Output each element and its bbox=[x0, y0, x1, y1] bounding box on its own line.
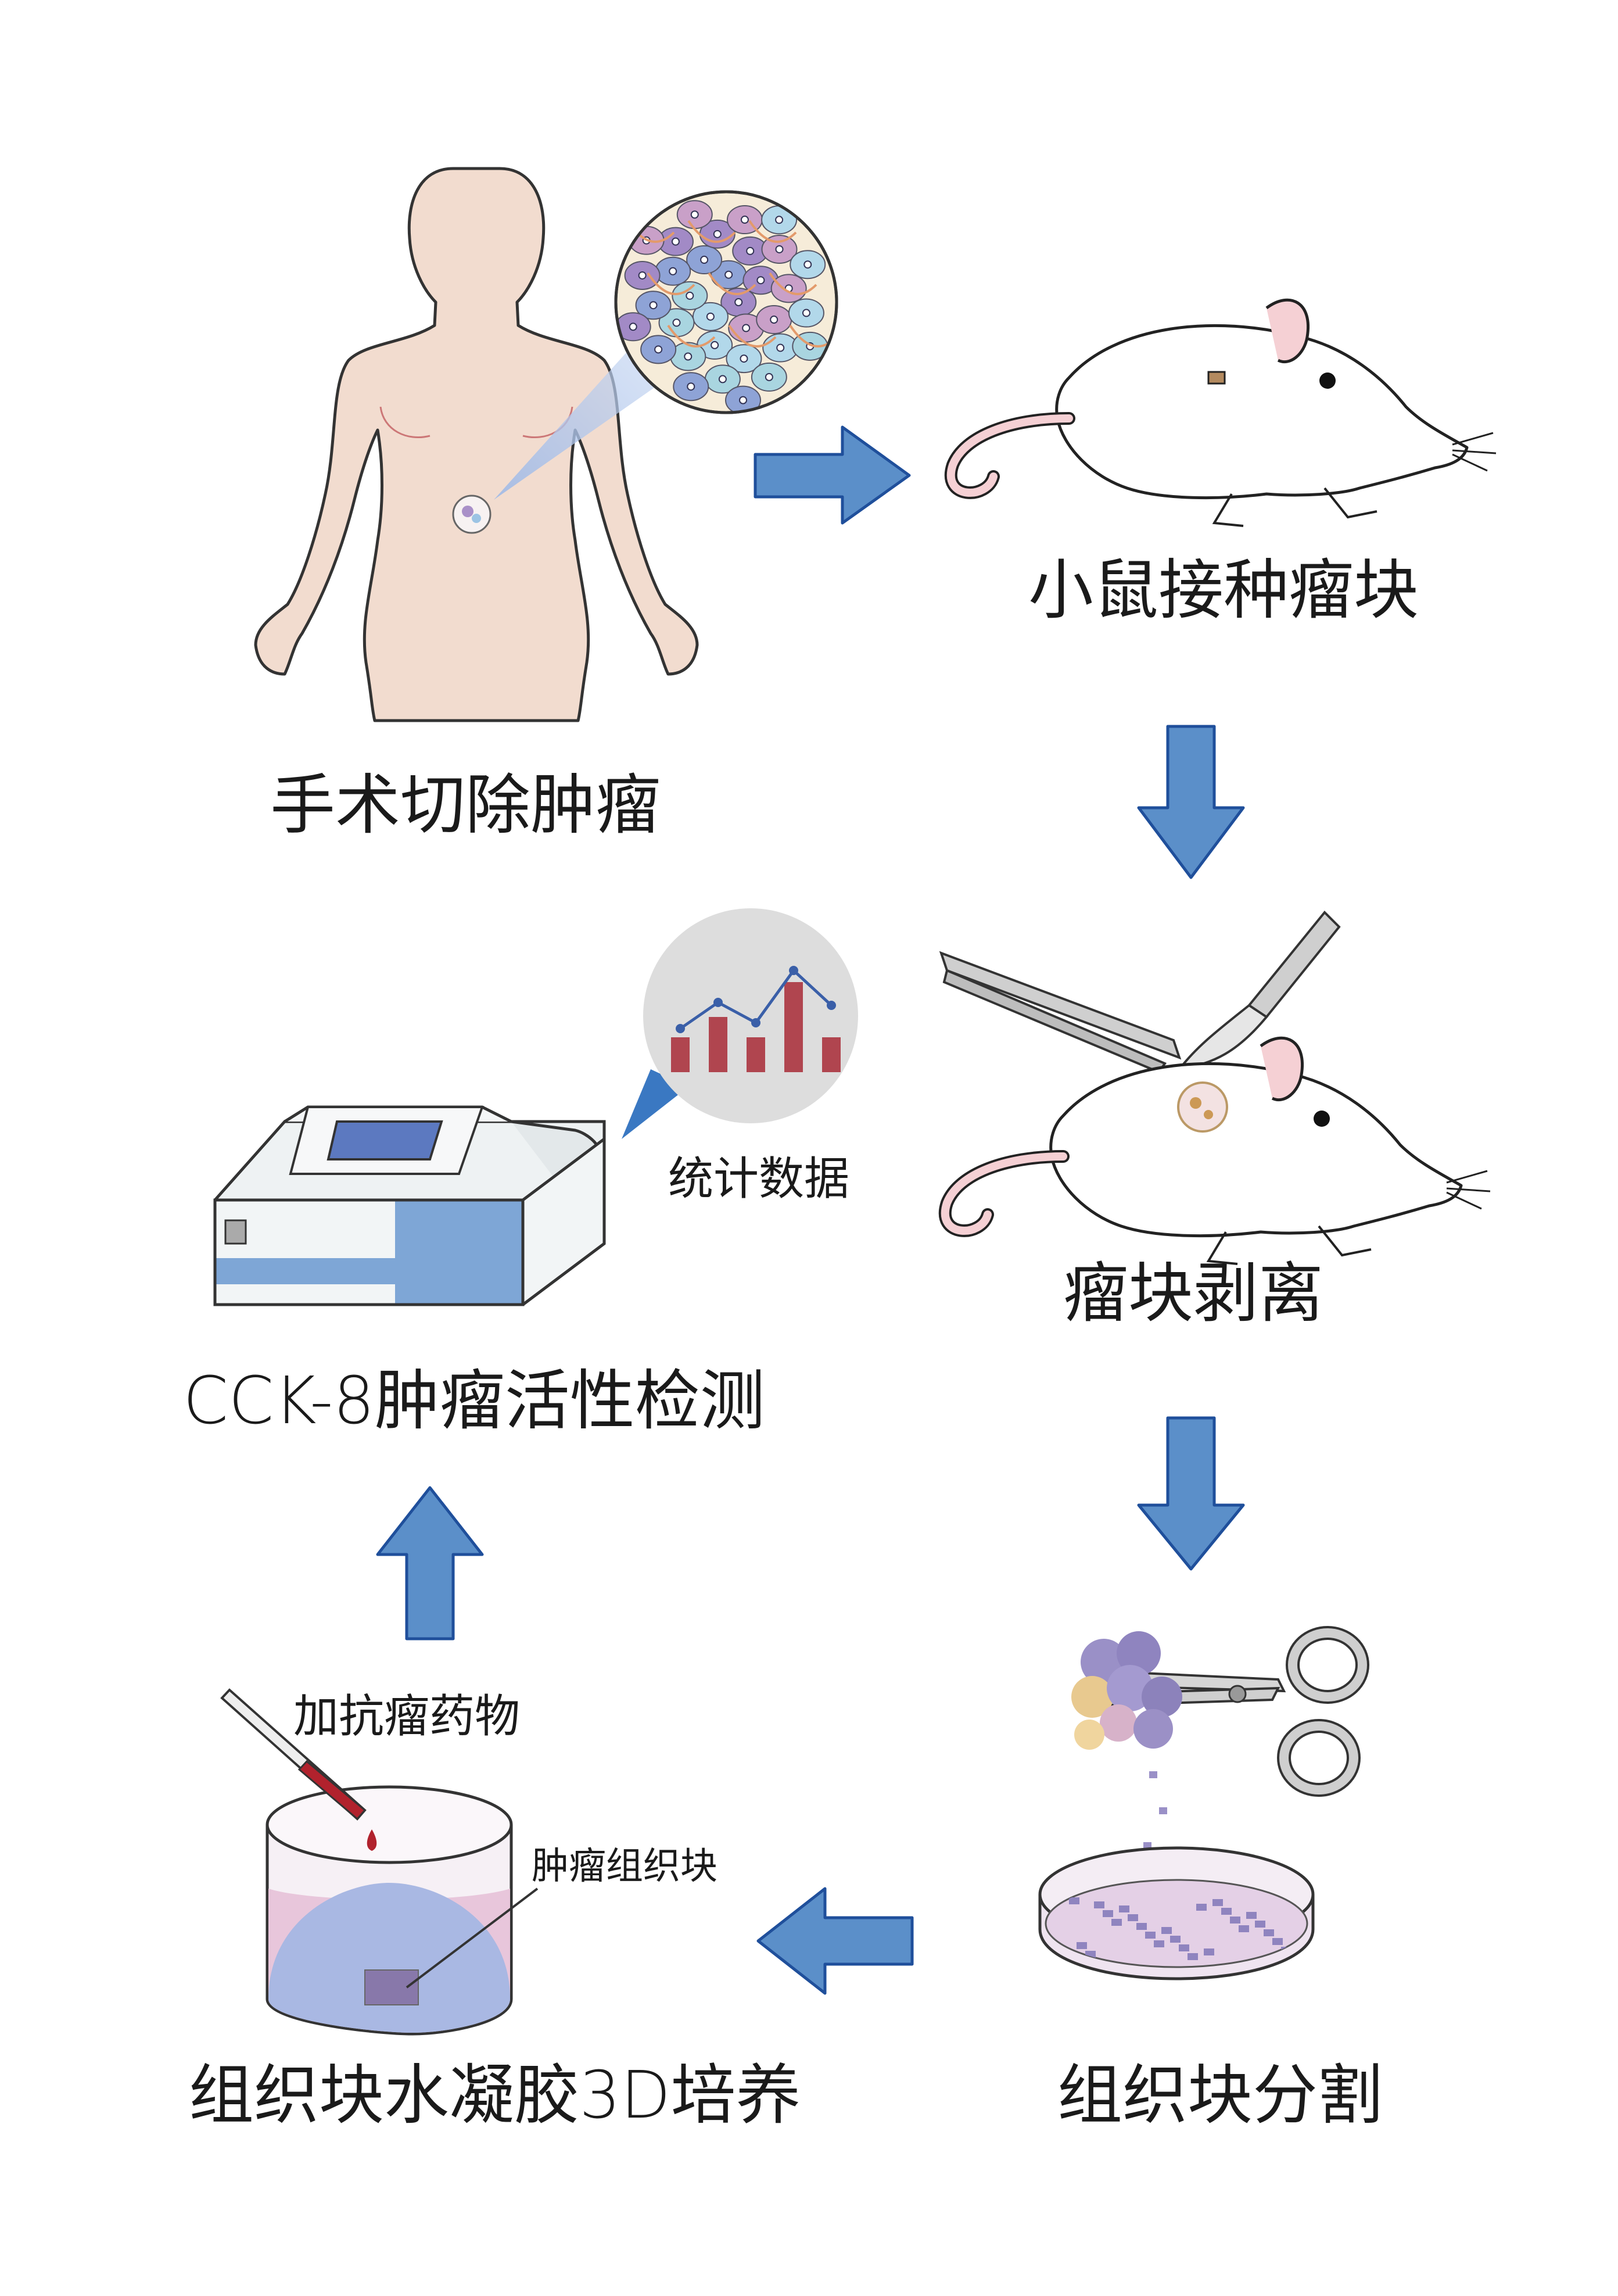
beaker-icon bbox=[266, 1785, 539, 2036]
step-tissue-cut-label: 组织块分割 bbox=[1057, 2058, 1383, 2133]
chart-bar bbox=[709, 1017, 727, 1072]
chart-bar bbox=[822, 1037, 841, 1072]
tissue-bit bbox=[1246, 1912, 1257, 1919]
flow-arrows bbox=[376, 425, 1245, 1995]
chart-bar bbox=[784, 982, 803, 1072]
magnify-beam bbox=[494, 325, 677, 500]
tumor-tissue-magnified-icon bbox=[614, 190, 838, 414]
tissue-bit bbox=[1119, 1905, 1129, 1912]
tissue-bit bbox=[1170, 1936, 1181, 1943]
tissue-bit bbox=[1255, 1921, 1265, 1928]
tissue-bit bbox=[1221, 1908, 1232, 1915]
step-cck8-label: CCK-8肿瘤活性检测 bbox=[183, 1363, 765, 1439]
tissue-bit bbox=[1111, 1919, 1122, 1926]
tissue-bit bbox=[1159, 1807, 1167, 1814]
tissue-bit bbox=[1094, 1901, 1104, 1908]
chart-point bbox=[751, 1018, 760, 1027]
tumor-clump-icon bbox=[1071, 1631, 1182, 1750]
mini-chart bbox=[671, 966, 841, 1072]
step-surgery-label: 手术切除肿瘤 bbox=[270, 768, 661, 843]
stats-bubble-icon bbox=[622, 908, 858, 1139]
tissue-bit bbox=[1212, 1899, 1223, 1906]
tissue-bit bbox=[1069, 1897, 1079, 1904]
arrow-down-1 bbox=[1137, 725, 1245, 879]
chart-point bbox=[827, 1001, 836, 1010]
tissue-bit bbox=[1136, 1923, 1147, 1930]
petri-dish-icon bbox=[1038, 1846, 1315, 1980]
tissue-bit bbox=[1264, 1929, 1274, 1936]
step-hydrogel-culture-label: 组织块水凝胶3D培养 bbox=[189, 2058, 801, 2133]
arrow-left bbox=[756, 1887, 914, 1995]
mouse-dissection-icon bbox=[939, 1036, 1491, 1265]
tissue-bit bbox=[1204, 1948, 1214, 1955]
chart-point bbox=[676, 1024, 685, 1033]
tissue-block-annotation: 肿瘤组织块 bbox=[532, 1845, 717, 1888]
step-tumor-strip-label: 瘤块剥离 bbox=[1063, 1256, 1323, 1331]
tissue-block bbox=[364, 1969, 419, 2005]
arrow-down-2 bbox=[1137, 1416, 1245, 1571]
arrow-right bbox=[754, 425, 911, 525]
chart-point bbox=[789, 966, 798, 975]
plate-reader-icon bbox=[213, 1105, 606, 1306]
tissue-bit bbox=[1161, 1927, 1172, 1934]
tissue-bit bbox=[1145, 1932, 1156, 1939]
tissue-bit bbox=[1143, 1842, 1151, 1849]
chart-point bbox=[713, 998, 723, 1007]
scalpel-icon bbox=[1176, 911, 1341, 1071]
stats-annotation: 统计数据 bbox=[668, 1153, 850, 1205]
arrow-up bbox=[376, 1486, 484, 1640]
tissue-bit bbox=[1149, 1771, 1157, 1778]
pipette-icon bbox=[220, 1688, 377, 1851]
tissue-bit bbox=[1230, 1917, 1240, 1924]
add-drug-annotation: 加抗瘤药物 bbox=[293, 1690, 521, 1743]
tissue-bit bbox=[1239, 1925, 1249, 1932]
tissue-bit bbox=[1103, 1910, 1113, 1917]
tissue-bit bbox=[1128, 1914, 1138, 1921]
tissue-bit bbox=[1154, 1940, 1164, 1947]
tissue-bit bbox=[1196, 1904, 1207, 1911]
tissue-bit bbox=[1188, 1953, 1198, 1960]
chart-bar bbox=[747, 1037, 765, 1072]
tissue-bit bbox=[1272, 1938, 1283, 1945]
chart-bar bbox=[671, 1037, 690, 1072]
mouse-icon bbox=[945, 298, 1497, 527]
forceps-icon bbox=[939, 951, 1182, 1074]
tissue-bit bbox=[1179, 1944, 1189, 1951]
human-figure-icon bbox=[254, 167, 699, 722]
tissue-bit bbox=[1077, 1942, 1087, 1949]
step-mouse-implant-label: 小鼠接种瘤块 bbox=[1028, 553, 1419, 628]
